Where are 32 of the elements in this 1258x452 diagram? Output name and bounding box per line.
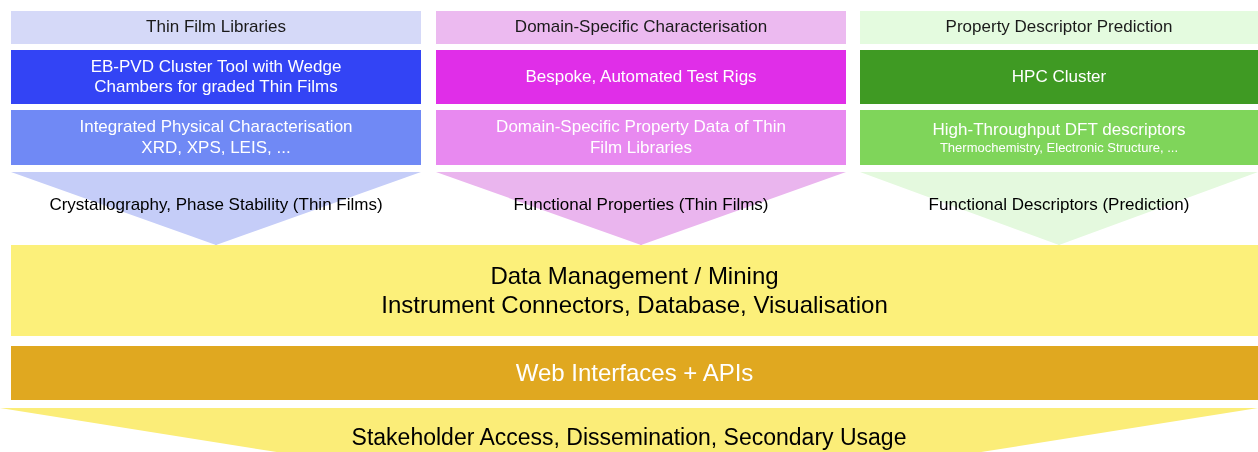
box-label: Domain-Specific Characterisation (514, 17, 768, 38)
process-box (860, 110, 1258, 165)
process-box (11, 50, 421, 104)
box-label: Web Interfaces + APIs (515, 358, 754, 388)
column-header-box (436, 11, 846, 44)
edge-label: Crystallography, Phase Stability (Thin Films) (49, 194, 383, 216)
process-box (436, 110, 846, 165)
box-label: Integrated Physical Characterisation XRD, XPS, LEIS, ... (78, 117, 354, 158)
box-label: Data Management / Mining (490, 261, 779, 291)
process-box (860, 50, 1258, 104)
box-label: High-Throughput DFT descriptors (932, 119, 1186, 140)
box-label: HPC Cluster (1011, 66, 1107, 88)
layer-bar (11, 245, 1258, 336)
column-header-box (11, 11, 421, 44)
box-sublabel: Thermochemistry, Electronic Structure, ... (939, 139, 1179, 156)
box-label: Property Descriptor Prediction (945, 17, 1173, 38)
box-label: Stakeholder Access, Dissemination, Secondary Usage (351, 424, 907, 452)
process-box (11, 110, 421, 165)
funnel-shape (0, 408, 1258, 452)
box-label: Thin Film Libraries (146, 17, 286, 38)
chevron-arrow (11, 171, 421, 246)
column-header-box (860, 11, 1258, 44)
edge-label: Functional Descriptors (Prediction) (928, 194, 1190, 216)
box-label: Domain-Specific Property Data of Thin Film Libraries (495, 117, 787, 158)
edge-label: Functional Properties (Thin Films) (513, 194, 769, 216)
layer-bar (11, 346, 1258, 400)
process-box (436, 50, 846, 104)
chevron-arrow (436, 171, 846, 246)
box-label: Bespoke, Automated Test Rigs (525, 66, 757, 88)
chevron-arrow (860, 171, 1258, 246)
box-sublabel: Instrument Connectors, Database, Visualisation (381, 290, 888, 320)
box-label: EB-PVD Cluster Tool with Wedge Chambers for graded Thin Films (89, 56, 343, 98)
